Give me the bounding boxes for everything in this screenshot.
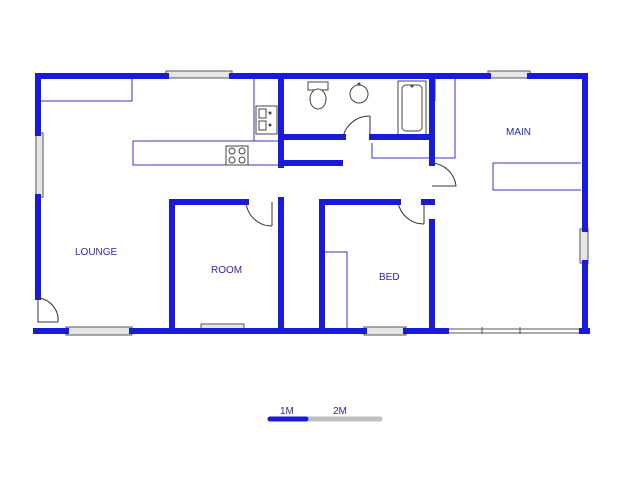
bathroom-door (342, 115, 371, 138)
bed-cupboard (325, 251, 348, 328)
room-door (245, 201, 273, 227)
window-right-main (579, 228, 589, 264)
main-wardrobe (492, 162, 581, 191)
sliding-door-main (446, 327, 582, 334)
window-top-main (487, 70, 531, 79)
main-door (431, 162, 457, 187)
window-top-lounge (165, 70, 233, 79)
scale-label-2m: 2M (333, 406, 347, 417)
doors (37, 115, 457, 323)
scale-label-1m: 1M (280, 406, 294, 417)
room-label-main: MAIN (506, 127, 531, 138)
windows (35, 70, 589, 336)
built-in-fittings (40, 77, 581, 328)
scale-bar: 1M 2M (267, 406, 383, 422)
lounge-counter (40, 77, 133, 102)
room-walls (169, 197, 284, 332)
window-left-lounge (35, 132, 44, 198)
room-label-bed: BED (379, 272, 400, 283)
sink (255, 105, 278, 135)
room-label-lounge: LOUNGE (75, 247, 118, 258)
basin (349, 82, 369, 104)
stove (225, 145, 249, 166)
main-cupboard (432, 77, 456, 159)
window-bottom-lounge (65, 326, 133, 336)
toilet (307, 81, 329, 110)
bed-door (397, 201, 425, 225)
room-label-room: ROOM (211, 265, 242, 276)
walls (33, 73, 590, 334)
front-door (37, 297, 59, 323)
bed-walls (319, 199, 435, 332)
window-bottom-bed (363, 326, 407, 336)
bathroom-vanity (371, 143, 430, 159)
bathtub (397, 80, 427, 136)
